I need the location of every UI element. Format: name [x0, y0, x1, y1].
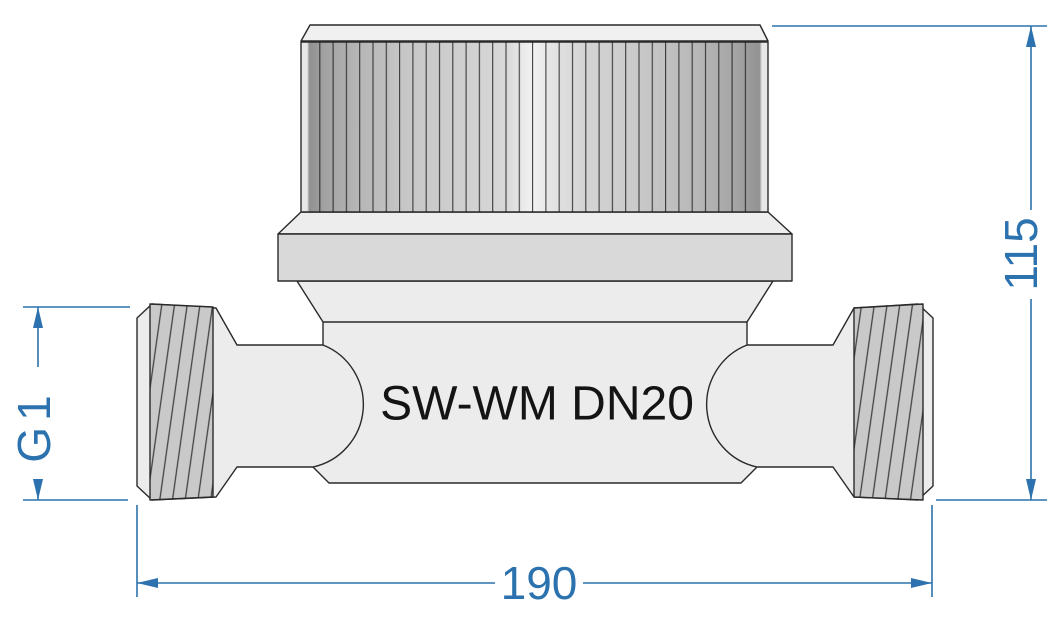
- dimension-thread-g1: G1: [8, 306, 130, 501]
- length-dim-label: 190: [501, 557, 578, 609]
- chamber-arc-right: [705, 344, 758, 468]
- meter-drawing: SW-WM DN20: [136, 24, 934, 501]
- flange: [277, 233, 793, 282]
- product-label: SW-WM DN20: [380, 378, 694, 431]
- length-arrow-right: [911, 578, 932, 588]
- chamber-arc-left: [312, 344, 365, 468]
- knurl-ribs: [308, 42, 757, 212]
- g1-arrow-down: [33, 479, 43, 500]
- cap-top-face: [300, 24, 769, 42]
- height-arrow-up: [1026, 26, 1036, 47]
- right-thread-hatch: [853, 303, 924, 501]
- length-arrow-left: [137, 578, 158, 588]
- dimension-length-190: 190: [136, 505, 933, 609]
- right-thread: [853, 303, 924, 501]
- left-thread-hatch: [149, 303, 214, 501]
- collar-transition: [277, 211, 793, 235]
- height-arrow-down: [1026, 479, 1036, 500]
- g1-arrow-up: [33, 307, 43, 328]
- left-thread: [149, 303, 214, 501]
- g1-dim-label: G1: [8, 389, 60, 462]
- knurled-cap: [300, 24, 769, 213]
- dimension-height-115: 115: [772, 25, 1047, 501]
- height-dim-label: 115: [995, 217, 1047, 290]
